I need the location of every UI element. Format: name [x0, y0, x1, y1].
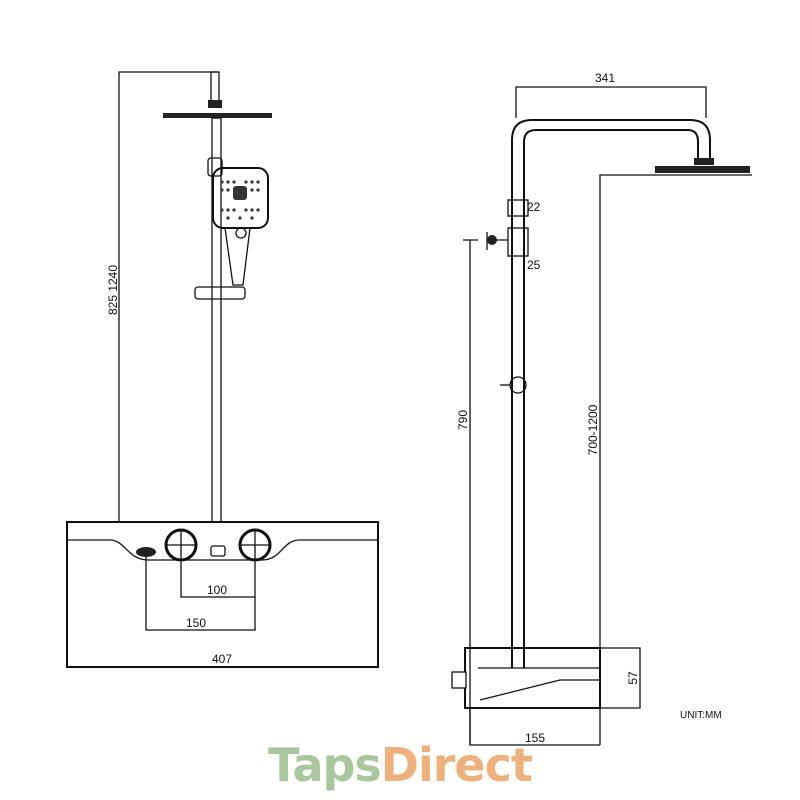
- width-label: 407: [212, 652, 232, 666]
- valve-body: [67, 539, 378, 561]
- shelf-button: [210, 545, 226, 557]
- push-button: [136, 547, 156, 557]
- diverter-height-dimension: [463, 239, 478, 745]
- riser-range-dimension: [599, 174, 752, 745]
- body-width-dimension: [469, 708, 600, 746]
- logo-direct: Direct: [380, 738, 533, 792]
- dim-22-label: 22: [527, 200, 541, 214]
- unit-label: UNIT:MM: [680, 710, 722, 721]
- knob-spacing-label: 100: [207, 583, 227, 597]
- arm-length-label: 341: [595, 71, 615, 85]
- dim-25-label: 25: [527, 258, 541, 272]
- slide-holder: [194, 286, 246, 300]
- height-label: 825 1240: [106, 265, 120, 315]
- depth-dimension: [600, 647, 641, 709]
- riser-inner: [523, 129, 699, 668]
- depth-label: 57: [626, 671, 640, 685]
- rain-shower-head: [163, 113, 272, 118]
- side-view: 341 22 25 790 700-1200 57 155 UNIT:MM: [451, 71, 752, 746]
- button-spacing-label: 150: [186, 616, 206, 630]
- arm-length-dimension: [515, 86, 707, 118]
- hand-shower: [212, 167, 269, 286]
- logo-taps: Taps: [268, 738, 382, 792]
- front-view: 825 1240 100 150 407: [66, 71, 379, 668]
- tapsdirect-logo: TapsDirect: [268, 738, 533, 792]
- diverter-height-label: 790: [456, 410, 470, 430]
- riser-outer: [511, 119, 711, 668]
- width-dimension-outline: [66, 521, 379, 668]
- riser-range-label: 700-1200: [586, 404, 600, 455]
- height-dimension-line: [118, 71, 218, 522]
- body-width-label: 155: [525, 731, 545, 745]
- rain-shower-head-side: [655, 166, 750, 173]
